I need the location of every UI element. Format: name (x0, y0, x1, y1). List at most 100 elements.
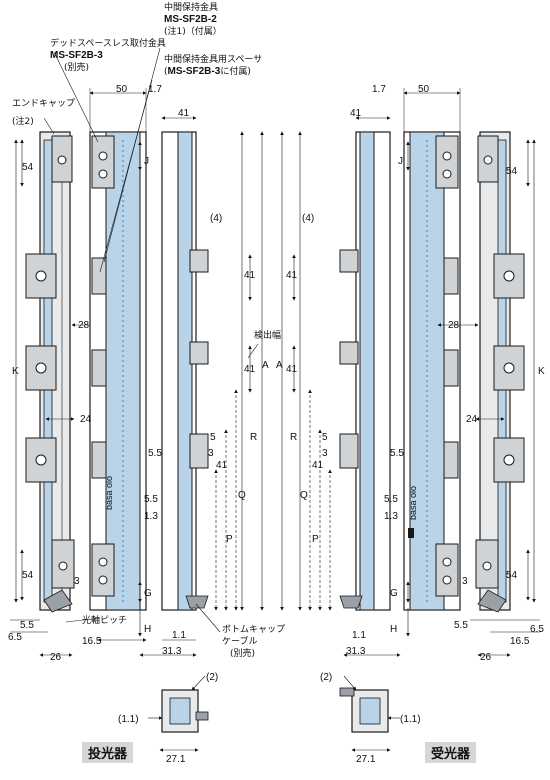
dim-41-small-right: 41 (312, 460, 324, 471)
dim-24-right: 24 (466, 414, 478, 425)
dim-6-5-left: 6.5 (8, 632, 22, 643)
dim-G-right: G (390, 588, 398, 599)
caption-receiver: 受光器 (425, 742, 477, 763)
dim-Q-left: Q (238, 490, 246, 501)
dim-5-right: 5 (322, 432, 328, 443)
dim-5-left: 5 (210, 432, 216, 443)
callout-mid-bracket-model: MS-SF2B-2 (164, 14, 217, 25)
callout-end-cap-title: エンドキャップ (12, 99, 76, 109)
dim-3-bottom-left: 3 (74, 576, 80, 587)
callout-detection-width: 検出幅 (254, 331, 282, 341)
dim-1-3-left: 1.3 (144, 511, 158, 522)
callout-mid-bracket: 中間保持金具 MS-SF2B-2 (注1)（付属） (164, 2, 222, 38)
dim-2-right-section: (2) (320, 672, 332, 683)
dim-26-right: 26 (480, 652, 492, 663)
callout-bottom-cap: ボトムキャップ (222, 625, 286, 635)
dim-28-right: 28 (448, 320, 460, 331)
callout-cable: ケーブル (222, 637, 258, 647)
receiver-cross-section (339, 675, 400, 752)
dim-5-5-upper-right: 5.5 (390, 448, 404, 459)
receiver-side-view (280, 116, 401, 657)
callout-dead-space-model: MS-SF2B-3 (50, 50, 103, 61)
dim-1-1p-right-section: (1.1) (400, 714, 421, 725)
dim-5-5-lower-left: 5.5 (144, 494, 158, 505)
dimension-labels: 50 1.7 41 J (4) 41 41 54 54 28 24 K A R … (8, 84, 545, 765)
dim-4-left: (4) (210, 213, 222, 224)
callout-bottom-cap-cable: ボトムキャップ ケーブル (別売) (222, 624, 285, 660)
dim-41-mid-right: 41 (286, 364, 298, 375)
callout-spacer-line2: (MS-SF2B-3に付属) (164, 66, 251, 77)
dim-5-5-lower-right: 5.5 (384, 494, 398, 505)
dim-41-upper-left: 41 (244, 270, 256, 281)
dim-16-5-left: 16.5 (82, 636, 102, 647)
dim-41-mid-left: 41 (244, 364, 256, 375)
dim-4-right: (4) (302, 213, 314, 224)
callout-spacer-suffix: に付属) (220, 67, 251, 77)
dim-6-5-right: 6.5 (530, 624, 544, 635)
dim-Q-right: Q (300, 490, 308, 501)
dim-3-left: 3 (208, 448, 214, 459)
dim-27-1-right-section: 27.1 (356, 754, 376, 765)
dim-41-left: 41 (178, 108, 190, 119)
dim-41-small-left: 41 (216, 460, 228, 471)
dim-1-1-left: 1.1 (172, 630, 186, 641)
dim-G-left: G (144, 588, 152, 599)
svg-text:basa olo: basa olo (408, 486, 418, 520)
dim-28-left: 28 (78, 320, 90, 331)
callout-spacer-model: MS-SF2B-3 (167, 66, 221, 77)
receiver-front-view: basa olo (403, 88, 461, 637)
dim-41-right: 41 (350, 108, 362, 119)
right-side-view (437, 131, 540, 657)
dim-1-7-right: 1.7 (372, 84, 386, 95)
dim-5-5-bottom-left: 5.5 (20, 620, 34, 631)
dim-R-right: R (290, 432, 297, 443)
callout-dead-space-bracket: デッドスペースレス取付金具 MS-SF2B-3 (別売) (50, 38, 166, 74)
emitter-side-view (139, 116, 264, 657)
dim-A-right: A (276, 360, 283, 371)
dim-1-3-right: 1.3 (384, 511, 398, 522)
dim-54-bottom-left: 54 (22, 570, 34, 581)
dim-54-top-left: 54 (22, 162, 34, 173)
callout-mid-bracket-note: (注1)（付属） (164, 27, 222, 37)
dim-1-7-left: 1.7 (148, 84, 162, 95)
callout-end-cap: エンドキャップ (注2) (12, 98, 75, 128)
dim-27-1-left-section: 27.1 (166, 754, 186, 765)
dim-50-right: 50 (418, 84, 430, 95)
dim-26-left: 26 (50, 652, 62, 663)
dim-41-upper-right: 41 (286, 270, 298, 281)
dim-31-3-left: 31.3 (162, 646, 182, 657)
dim-54-bottom-right: 54 (506, 570, 518, 581)
callout-cable-note: (別売) (230, 649, 256, 659)
callout-mid-bracket-title: 中間保持金具 (164, 3, 219, 13)
dim-H-right: H (390, 624, 397, 635)
callout-beam-pitch: 光軸ピッチ (82, 616, 128, 626)
dim-24-left: 24 (80, 414, 92, 425)
dim-2-left-section: (2) (206, 672, 218, 683)
dim-J-right: J (398, 156, 403, 167)
callout-spacer: 中間保持金具用スペーサ (MS-SF2B-3に付属) (164, 54, 262, 78)
caption-emitter: 投光器 (82, 742, 134, 763)
callout-end-cap-note: (注2) (12, 117, 34, 127)
dim-1-1p-left-section: (1.1) (118, 714, 139, 725)
svg-text:basa olo: basa olo (104, 476, 114, 510)
dim-P-left: P (226, 534, 233, 545)
dim-R-left: R (250, 432, 257, 443)
dim-5-5-upper-left: 5.5 (148, 448, 162, 459)
emitter-front-view: basa olo (89, 88, 147, 642)
callout-dead-space-note: (別売) (64, 63, 90, 73)
dim-P-right: P (312, 534, 319, 545)
dim-1-1-right: 1.1 (352, 630, 366, 641)
emitter-cross-section (148, 675, 209, 752)
dim-K-right: K (538, 366, 545, 377)
dim-31-3-right: 31.3 (346, 646, 366, 657)
callout-spacer-title: 中間保持金具用スペーサ (164, 55, 263, 65)
dim-50-left: 50 (116, 84, 128, 95)
dim-A-left: A (262, 360, 269, 371)
dim-K-left: K (12, 366, 19, 377)
leader-lines (43, 47, 259, 633)
dim-J-left: J (144, 156, 149, 167)
dim-3-bottom-right: 3 (462, 576, 468, 587)
left-side-view (10, 131, 113, 657)
